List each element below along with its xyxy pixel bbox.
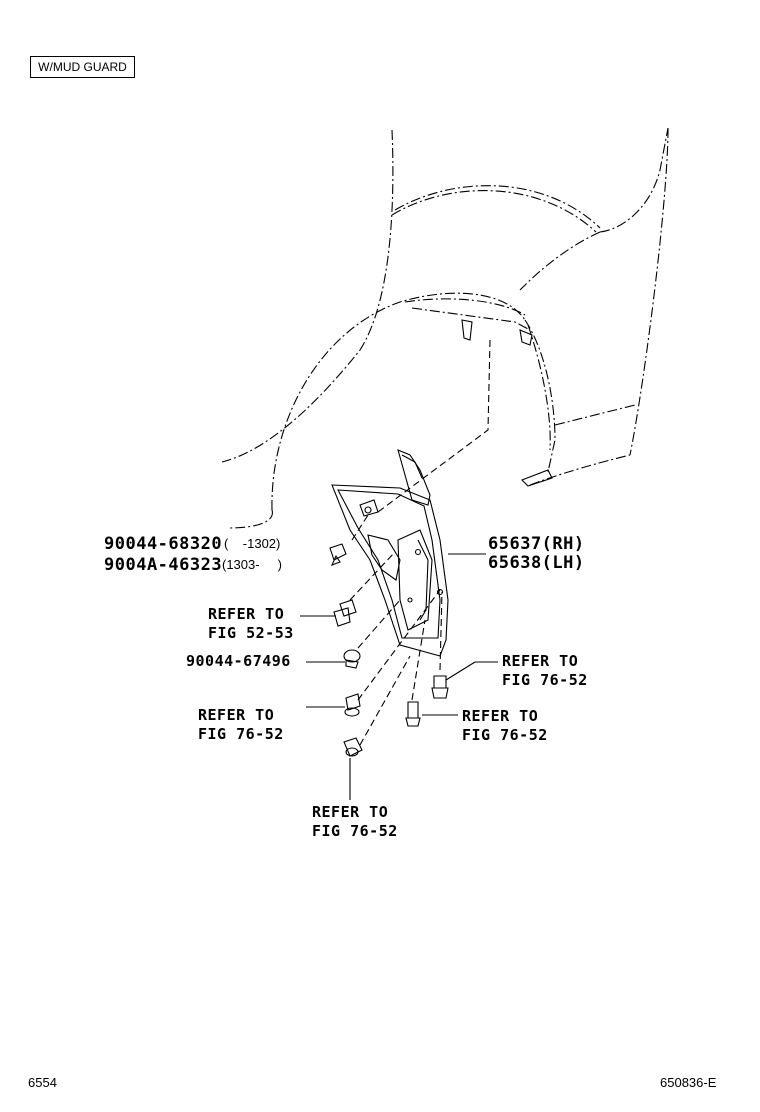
part-number-90044-67496[interactable]: 90044-67496 <box>186 652 291 670</box>
fastener-clip-4 <box>344 693 361 717</box>
ref-fig-76-52-c-line1: REFER TO <box>462 707 539 725</box>
ref-fig-76-52-a-link[interactable]: FIG 76-52 <box>198 725 284 743</box>
fastener-clip-2 <box>333 599 357 627</box>
part-number-65638-lh[interactable]: 65638(LH) <box>488 553 585 573</box>
figure-code: 650836-E <box>660 1075 717 1090</box>
fastener-bolt-7 <box>431 675 449 699</box>
part-number-9004A-46323[interactable]: 9004A-46323 <box>104 555 223 575</box>
ref-fig-76-52-b-link[interactable]: FIG 76-52 <box>312 822 398 840</box>
page-code: 6554 <box>28 1075 57 1090</box>
ref-fig-76-52-a-line1: REFER TO <box>198 706 275 724</box>
condition-label: W/MUD GUARD <box>30 56 135 78</box>
fastener-clip-5 <box>343 737 363 757</box>
fastener-clip-1 <box>329 543 347 566</box>
fastener-bolt-6 <box>405 701 421 727</box>
mudguard-shape <box>331 449 449 657</box>
part-number-65637-rh[interactable]: 65637(RH) <box>488 534 585 554</box>
label-leader-lines <box>300 553 498 800</box>
fender-bracket <box>461 319 553 487</box>
ref-fig-52-53-link[interactable]: FIG 52-53 <box>208 624 294 642</box>
vehicle-body-outline <box>221 127 669 529</box>
part-date-range-2: (1303- ) <box>222 557 282 572</box>
part-date-range-1: ( -1302) <box>224 536 281 551</box>
fastener-screw-3 <box>343 649 361 669</box>
ref-fig-76-52-b-line1: REFER TO <box>312 803 389 821</box>
assembly-leader-lines <box>349 339 491 746</box>
ref-fig-52-53-line1: REFER TO <box>208 605 285 623</box>
ref-fig-76-52-d-link[interactable]: FIG 76-52 <box>502 671 588 689</box>
part-number-90044-68320[interactable]: 90044-68320 <box>104 534 223 554</box>
ref-fig-76-52-d-line1: REFER TO <box>502 652 579 670</box>
ref-fig-76-52-c-link[interactable]: FIG 76-52 <box>462 726 548 744</box>
